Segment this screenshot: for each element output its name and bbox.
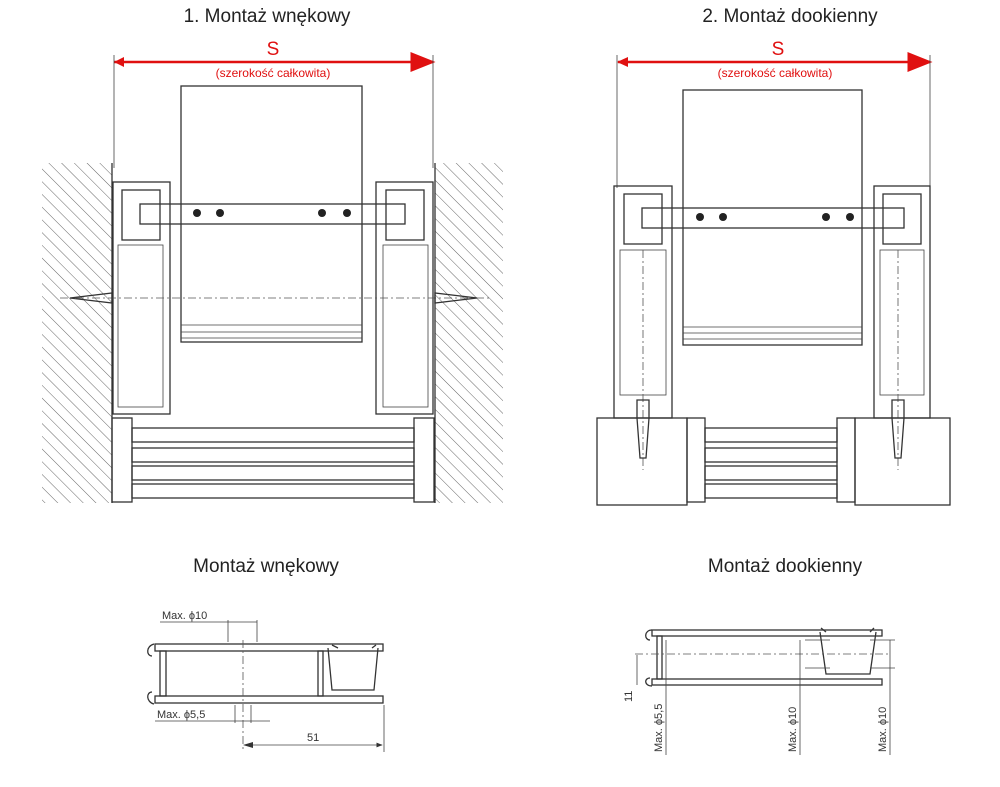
roller-box <box>180 85 363 343</box>
recess-mount-diagram: 1. Montaż wnękowy S (szerokość całkowita… <box>42 6 503 503</box>
max-hole-10-label-1: Max. ϕ10 <box>787 707 799 752</box>
recess-profile-section: Montaż wnękowy Max. ϕ10 Max. ϕ5,5 51 <box>147 556 385 752</box>
guide-channel <box>327 644 379 691</box>
width-description: (szerokość całkowita) <box>216 66 331 80</box>
recess-mount-title: 1. Montaż wnękowy <box>184 6 351 27</box>
screw-left <box>69 292 113 304</box>
frame-mount-diagram: 2. Montaż dookienny S (szerokość całkowi… <box>596 6 951 506</box>
width-51-label: 51 <box>307 732 319 744</box>
frame-mount-title: 2. Montaż dookienny <box>702 6 878 27</box>
roller-slats <box>704 427 838 499</box>
width-symbol: S <box>267 39 280 60</box>
frame-profile-section: Montaż dookienny 11 Max. ϕ5,5 Max. ϕ10 M… <box>623 556 895 755</box>
screw-left <box>636 399 650 459</box>
max-hole-bottom-label: Max. ϕ5,5 <box>157 709 205 721</box>
wall-right <box>435 163 503 503</box>
recess-profile-title: Montaż wnękowy <box>193 556 339 577</box>
sill-left <box>596 417 688 506</box>
roller-slats <box>131 427 415 499</box>
height-11-label: 11 <box>623 691 635 702</box>
max-hole-top-label: Max. ϕ10 <box>162 610 207 622</box>
width-symbol: S <box>772 39 785 60</box>
bracket-bar <box>641 207 905 229</box>
max-hole-55-label: Max. ϕ5,5 <box>653 704 665 752</box>
guide-channel <box>819 627 877 675</box>
wall-left <box>42 163 112 503</box>
screw-right <box>434 292 478 304</box>
screw-right <box>891 399 905 459</box>
width-description: (szerokość całkowita) <box>718 66 833 80</box>
frame-profile-title: Montaż dookienny <box>708 556 863 577</box>
roller-box <box>682 89 863 346</box>
bracket-bar <box>139 203 406 225</box>
max-hole-10-label-2: Max. ϕ10 <box>877 707 889 752</box>
